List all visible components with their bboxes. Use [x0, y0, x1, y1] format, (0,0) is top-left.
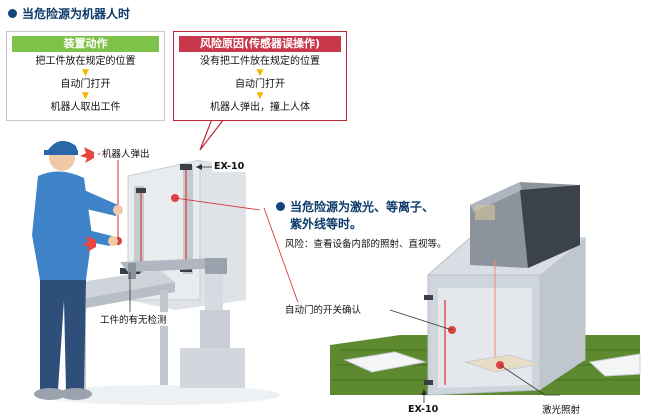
risk-step: 机器人弹出，撞上人体 [210, 102, 310, 113]
laser-risk-note: 风险：查看设备内部的照射、直视等。 [285, 239, 447, 250]
arrow-marker-icon [196, 164, 202, 170]
worker-figure [32, 140, 123, 400]
arrow-marker-icon [421, 389, 427, 395]
impact-burst-icon [80, 147, 96, 252]
risk-step: 没有把工件放在规定的位置 [200, 56, 320, 67]
action-step: 把工件放在规定的位置 [35, 56, 136, 67]
label-sensor-ex10-bottom: EX-10 [406, 404, 441, 415]
callout-pointer [199, 118, 225, 151]
action-step: 机器人取出工件 [50, 102, 121, 113]
down-arrow-icon: ▼ [82, 91, 89, 101]
section-heading-robot: 当危险源为机器人时 [8, 5, 130, 22]
heading-text: 当危险源为机器人时 [22, 7, 131, 21]
down-arrow-icon: ▼ [256, 91, 264, 101]
bullet-icon [276, 202, 285, 211]
label-laser-irradiation: 激光照射 [540, 402, 583, 416]
down-arrow-icon: ▼ [82, 68, 89, 78]
label-sensor-ex10-top: EX-10 [212, 161, 247, 172]
section-heading-laser: 当危险源为激光、等离子、 紫外线等时。 [276, 199, 434, 233]
floor-shadow [40, 385, 280, 405]
laser-machine [330, 182, 641, 396]
action-panel: 装置动作 把工件放在规定的位置 ▼ 自动门打开 ▼ 机器人取出工件 [6, 31, 165, 121]
risk-step: 自动门打开 [235, 79, 285, 90]
label-workpiece-detection: 工件的有无检测 [98, 312, 169, 326]
down-arrow-icon: ▼ [256, 68, 264, 78]
heading-text-line1: 当危险源为激光、等离子、 [290, 200, 435, 214]
panel-title: 装置动作 [12, 36, 159, 52]
heading-text-line2: 紫外线等时。 [290, 217, 363, 231]
bullet-icon [8, 9, 17, 18]
label-door-confirm: 自动门的开关确认 [283, 302, 364, 316]
risk-panel: 风险原因(传感器误操作) 没有把工件放在规定的位置 ▼ 自动门打开 ▼ 机器人弹… [173, 31, 347, 121]
panel-title: 风险原因(传感器误操作) [179, 36, 341, 52]
label-robot-ejects: 机器人弹出 [100, 146, 152, 160]
action-step: 自动门打开 [60, 79, 111, 90]
robot-machine [60, 153, 246, 395]
